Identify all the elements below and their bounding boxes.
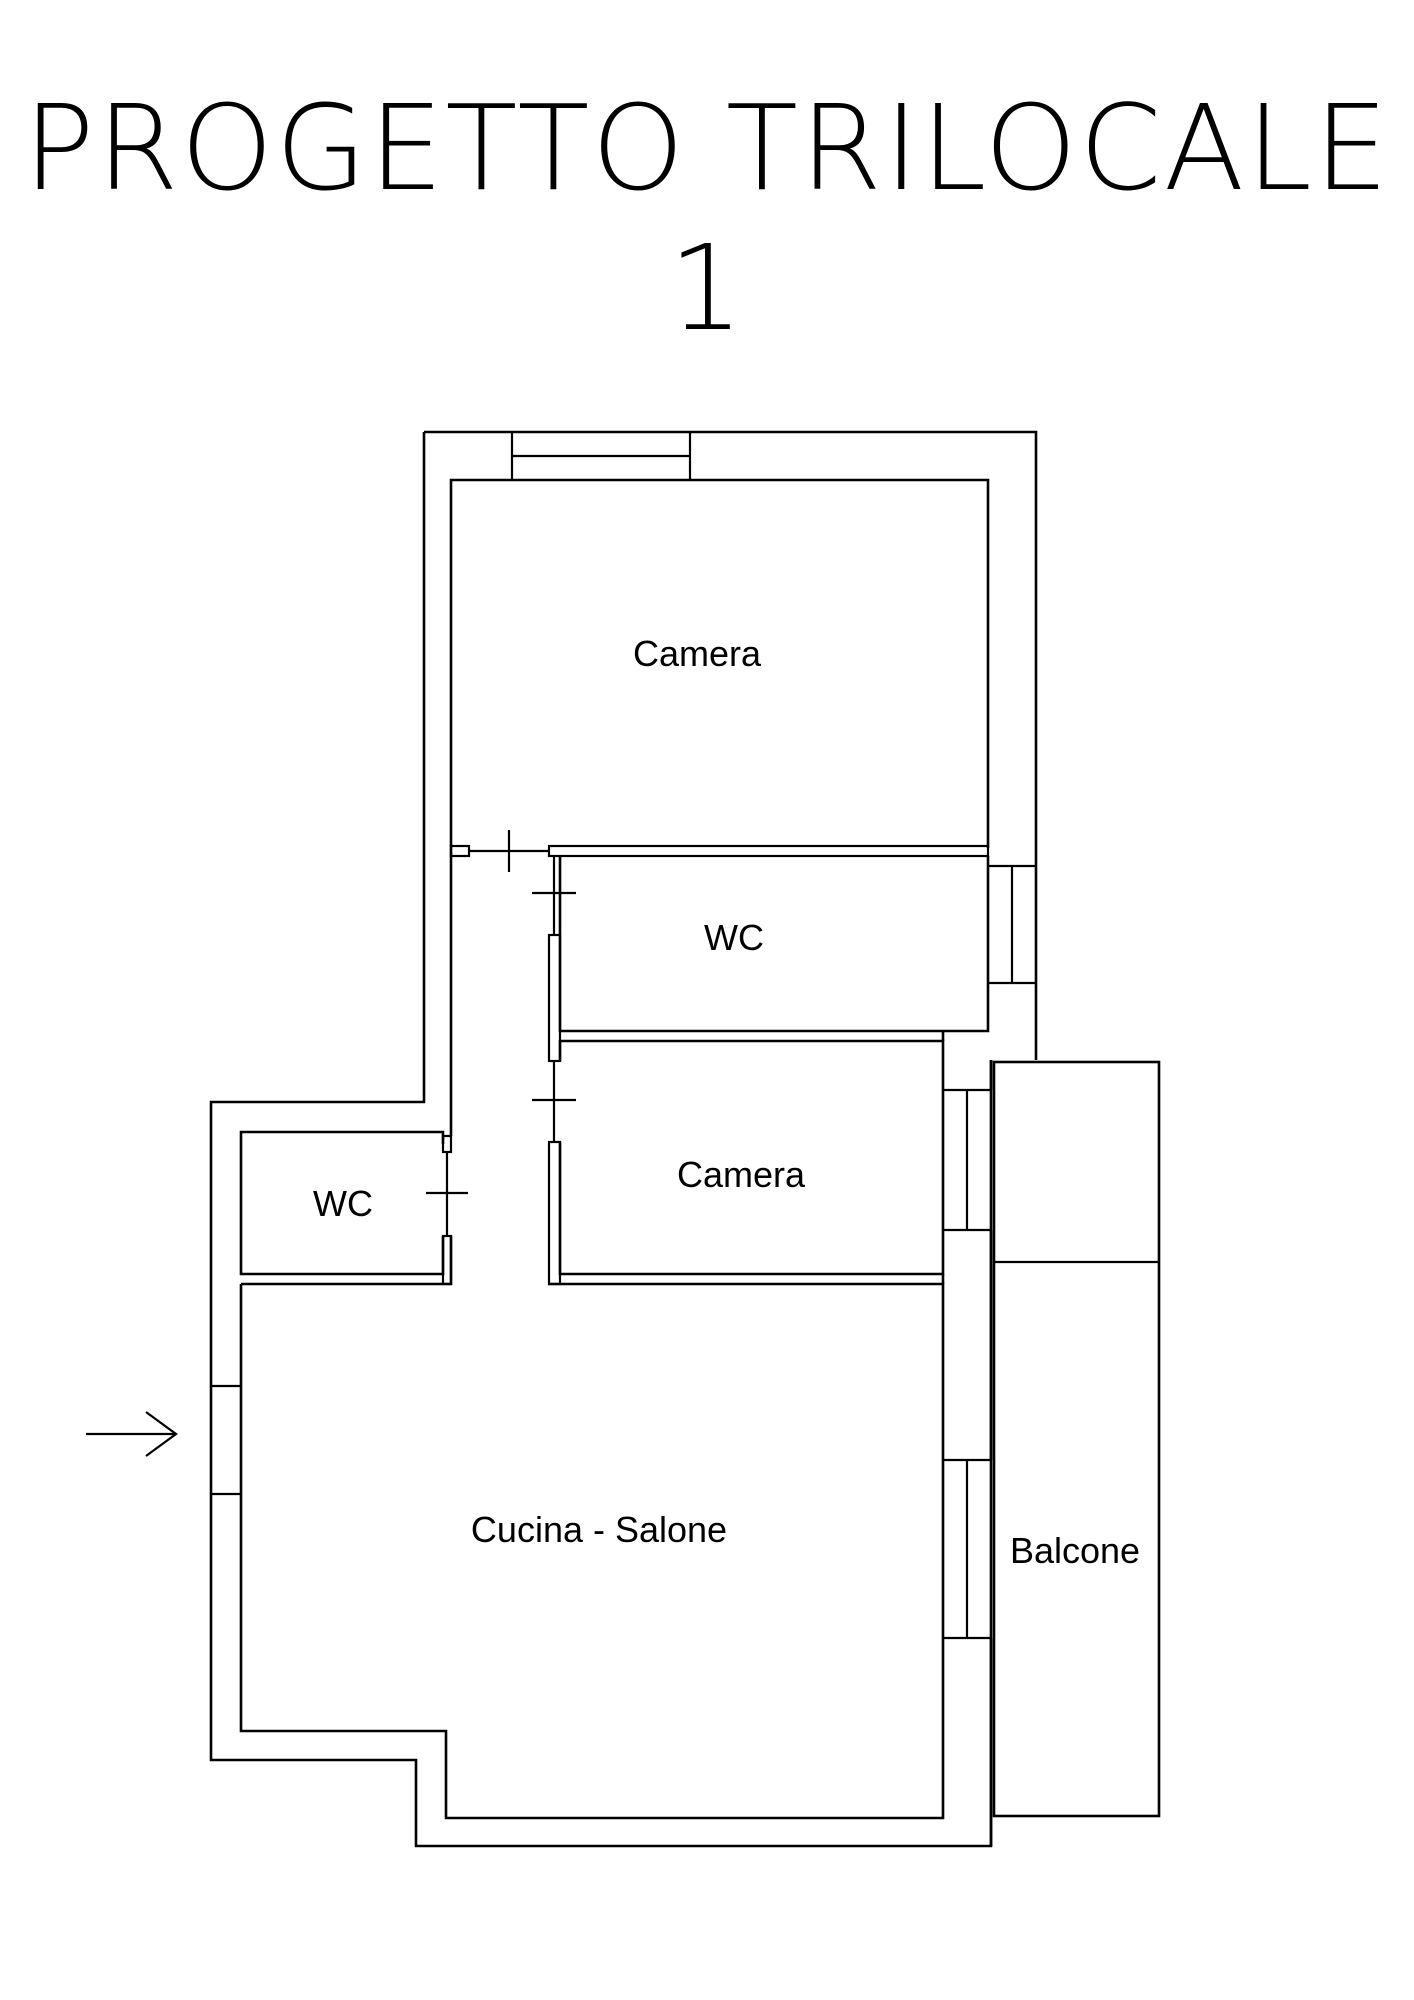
balcony xyxy=(992,1060,1161,1818)
room-label-wc-left: WC xyxy=(313,1183,373,1224)
top-window xyxy=(510,432,692,480)
living-window xyxy=(943,1458,993,1846)
room-label-cucina-salone: Cucina - Salone xyxy=(471,1509,727,1550)
room-label-camera-mid: Camera xyxy=(677,1154,806,1195)
arrow-right-icon xyxy=(86,1411,178,1457)
room-label-balcone: Balcone xyxy=(1010,1530,1140,1571)
outer-wall-left-upper xyxy=(209,432,993,1848)
room-label-camera-top: Camera xyxy=(633,633,762,674)
inner-wall-corridor-left xyxy=(241,1236,453,1286)
partition-camera-wc xyxy=(449,830,990,872)
camera-mid-walls xyxy=(532,1039,945,1286)
right-wall-mid xyxy=(941,1031,993,1460)
wc-left-walls xyxy=(239,1130,468,1286)
entrance-door xyxy=(211,1384,241,1496)
wc-window xyxy=(988,864,1036,985)
inner-wall-living xyxy=(239,1282,945,1820)
outer-wall xyxy=(424,430,1038,1060)
room-label-wc-right: WC xyxy=(704,917,764,958)
inner-wall-left xyxy=(449,478,990,1136)
wc-right-walls xyxy=(532,856,990,1063)
plan-title: PROGETTO TRILOCALE 1 xyxy=(23,79,1391,357)
